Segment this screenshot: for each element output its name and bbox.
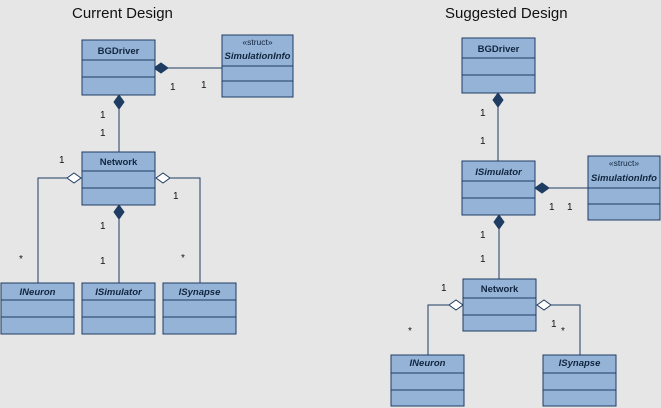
current-isimulator-composition-diamond <box>113 204 125 220</box>
current-isynapse-aggregation-diamond <box>155 172 171 184</box>
suggested-isimulator-name: ISimulator <box>475 167 523 178</box>
current-ineuron-name: INeuron <box>20 287 56 298</box>
suggested-isynapse-name: ISynapse <box>559 358 601 369</box>
suggested-siminfo-stereotype: «struct» <box>609 158 640 168</box>
suggested-mult-net-neuron-a: 1 <box>441 283 447 294</box>
current-network-isynapse-link <box>170 177 201 283</box>
suggested-mult-net-syn-b: * <box>561 326 565 337</box>
suggested-network-ineuron-link <box>427 304 449 355</box>
suggested-siminfo-class[interactable]: «struct» SimulationInfo <box>587 155 661 221</box>
suggested-network-name: Network <box>481 284 519 295</box>
current-mult-bg-si-a: 1 <box>170 82 176 93</box>
suggested-ineuron-aggregation-diamond <box>448 299 464 311</box>
suggested-mult-sim-net-b: 1 <box>480 254 486 265</box>
suggested-mult-sim-net-a: 1 <box>480 230 486 241</box>
current-connectors <box>37 62 222 283</box>
current-mult-net-neuron-a: 1 <box>59 155 65 166</box>
current-mult-net-syn-a: 1 <box>173 191 179 202</box>
current-mult-bg-net-b: 1 <box>100 128 106 139</box>
suggested-bgdriver-name: BGDriver <box>478 44 520 55</box>
suggested-ineuron-class[interactable]: INeuron <box>390 354 465 407</box>
current-isynapse-class[interactable]: ISynapse <box>162 282 237 335</box>
suggested-network-class[interactable]: Network <box>462 278 537 332</box>
current-mult-net-sim-b: 1 <box>100 256 106 267</box>
current-isynapse-name: ISynapse <box>179 287 221 298</box>
current-bgdriver-composition-diamond <box>153 62 169 74</box>
suggested-siminfo-name: SimulationInfo <box>591 173 657 184</box>
current-network-ineuron-link <box>37 177 67 283</box>
current-network-class[interactable]: Network <box>81 151 156 206</box>
current-ineuron-aggregation-diamond <box>66 172 82 184</box>
suggested-mult-bg-sim-a: 1 <box>480 108 486 119</box>
suggested-isimulator-class[interactable]: ISimulator <box>461 160 536 216</box>
current-design-title: Current Design <box>72 5 173 22</box>
current-siminfo-class[interactable]: «struct» SimulationInfo <box>221 34 294 98</box>
current-ineuron-class[interactable]: INeuron <box>0 282 75 335</box>
current-bgdriver-class[interactable]: BGDriver <box>81 39 156 96</box>
suggested-mult-sim-si-b: 1 <box>567 202 573 213</box>
current-mult-bg-net-a: 1 <box>100 110 106 121</box>
current-network-composition-diamond <box>113 94 125 110</box>
suggested-mult-net-neuron-b: * <box>408 326 412 337</box>
current-siminfo-stereotype: «struct» <box>242 37 273 47</box>
suggested-siminfo-composition-diamond <box>534 182 550 194</box>
current-siminfo-name: SimulationInfo <box>225 51 291 62</box>
suggested-ineuron-name: INeuron <box>410 358 446 369</box>
suggested-isynapse-class[interactable]: ISynapse <box>542 354 617 407</box>
suggested-isynapse-aggregation-diamond <box>536 299 552 311</box>
current-isimulator-class[interactable]: ISimulator <box>81 282 156 335</box>
suggested-isimulator-composition-diamond <box>492 92 504 108</box>
current-mult-net-syn-b: * <box>181 253 185 264</box>
suggested-mult-sim-si-a: 1 <box>549 202 555 213</box>
suggested-network-isynapse-link <box>551 304 581 355</box>
current-bgdriver-name: BGDriver <box>98 46 140 57</box>
suggested-design-title: Suggested Design <box>445 5 568 22</box>
current-mult-net-neuron-b: * <box>19 254 23 265</box>
suggested-network-composition-diamond <box>493 214 505 230</box>
suggested-mult-net-syn-a: 1 <box>551 319 557 330</box>
current-isimulator-name: ISimulator <box>95 287 143 298</box>
current-network-name: Network <box>100 157 138 168</box>
current-mult-bg-si-b: 1 <box>201 80 207 91</box>
suggested-connectors <box>427 92 588 355</box>
suggested-mult-bg-sim-b: 1 <box>480 136 486 147</box>
current-mult-net-sim-a: 1 <box>100 221 106 232</box>
suggested-bgdriver-class[interactable]: BGDriver <box>461 37 536 94</box>
